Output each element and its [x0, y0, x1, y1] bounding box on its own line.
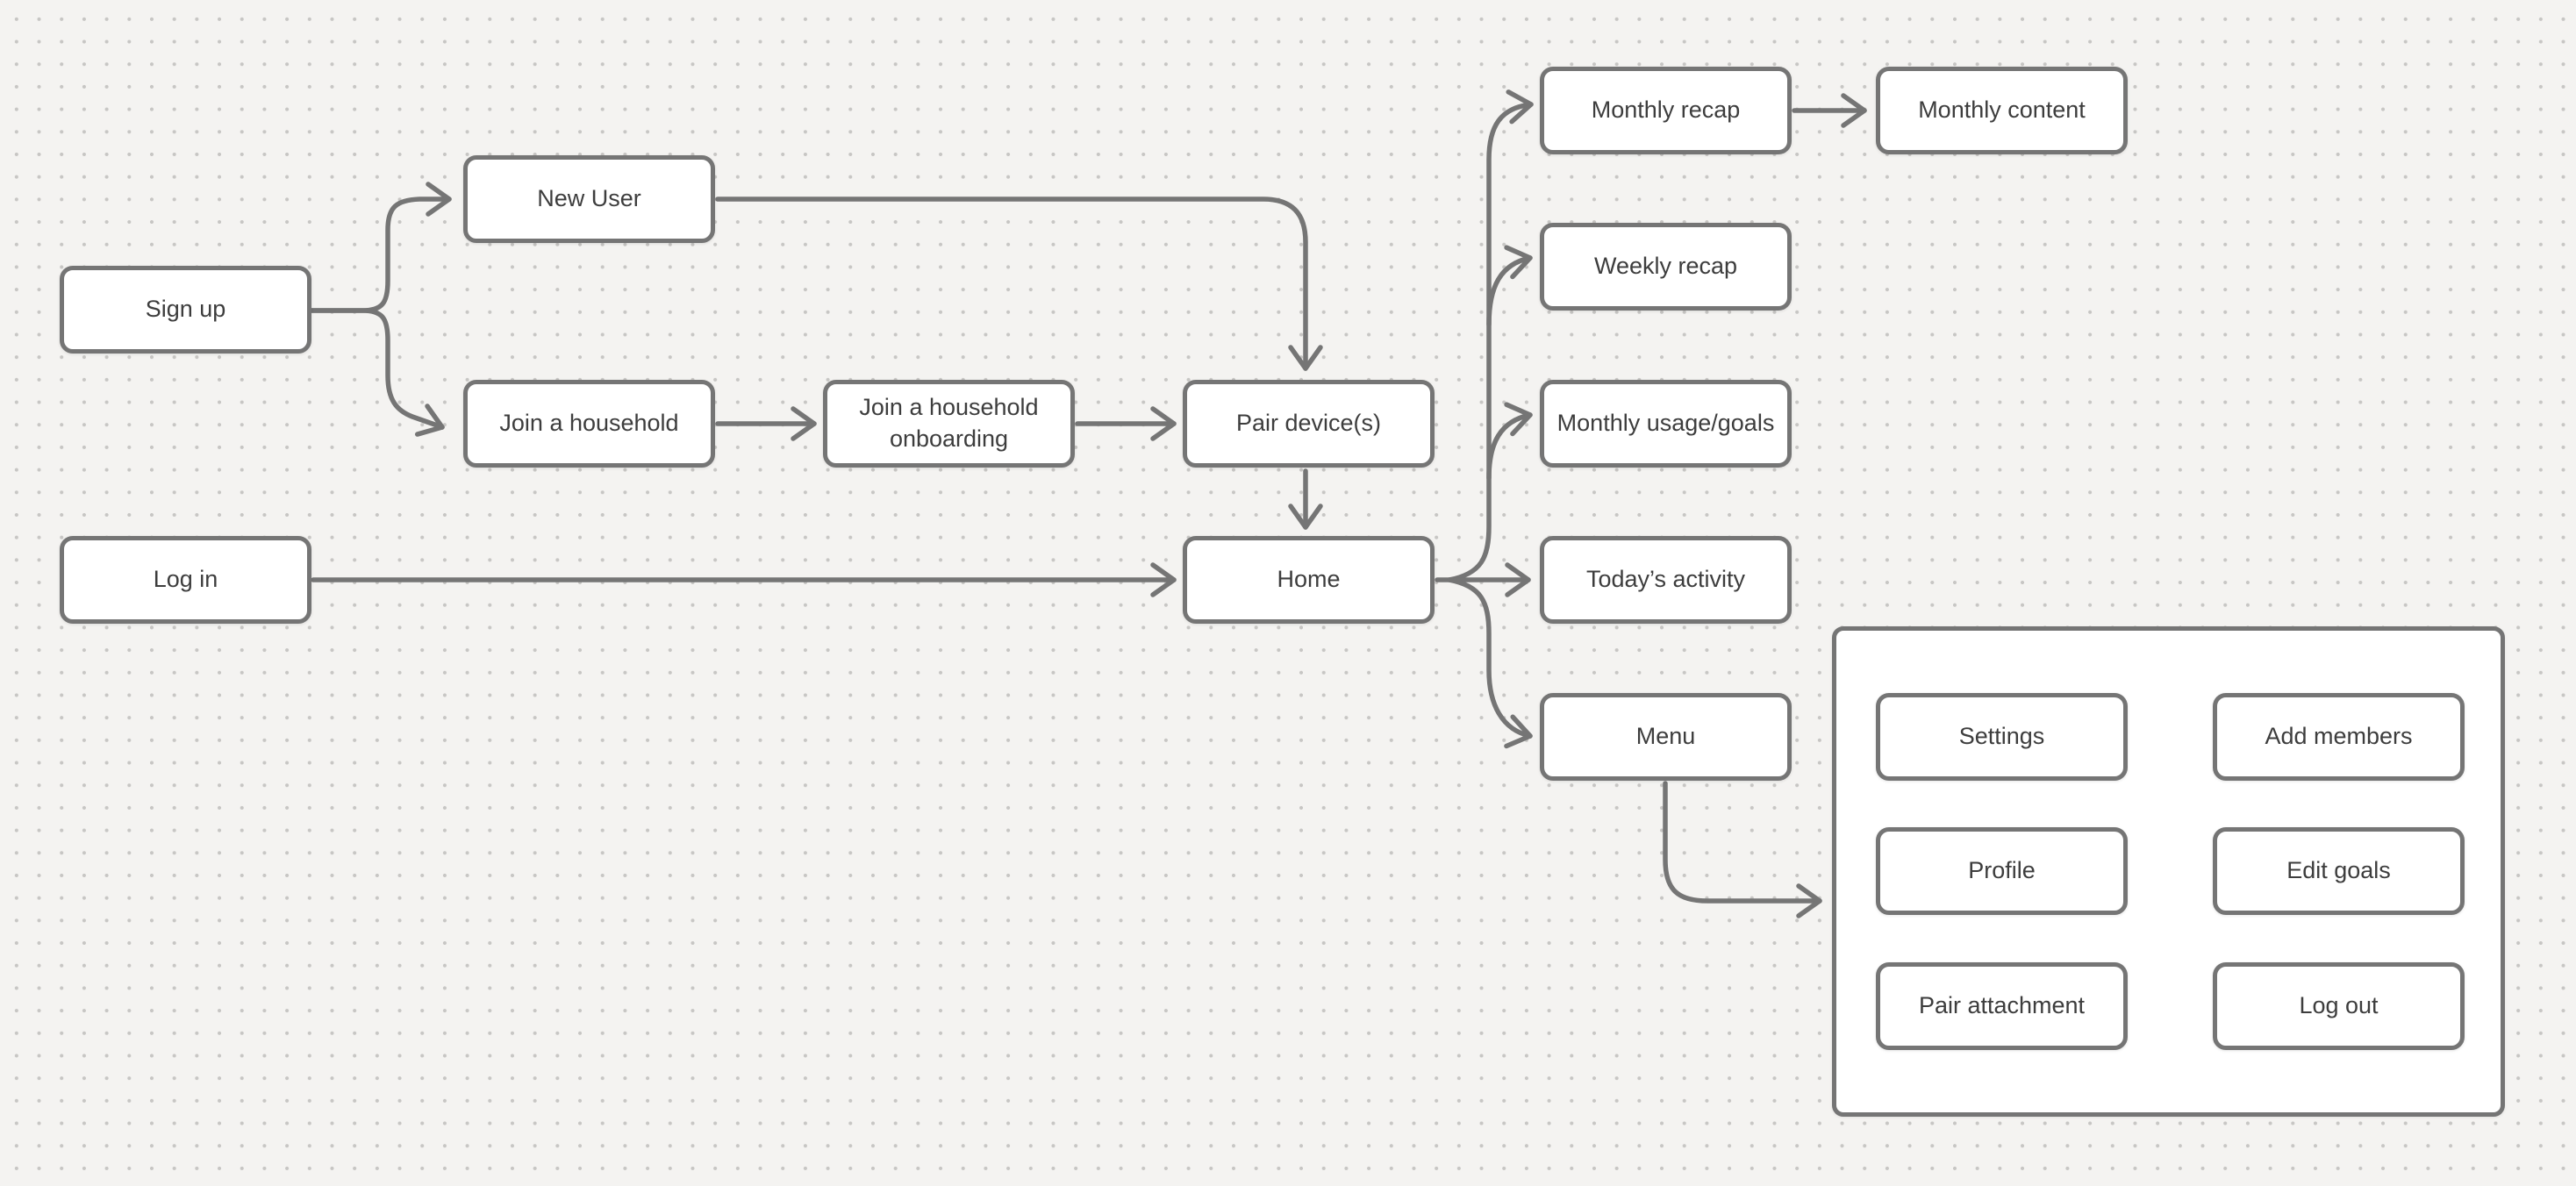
node-profile[interactable]: Profile	[1876, 827, 2128, 915]
node-monthly-usage-goals-label: Monthly usage/goals	[1556, 410, 1775, 437]
node-pair-devices[interactable]: Pair device(s)	[1183, 380, 1435, 468]
node-edit-goals-label: Edit goals	[2286, 857, 2391, 884]
node-edit-goals[interactable]: Edit goals	[2213, 827, 2465, 915]
node-home[interactable]: Home	[1183, 536, 1435, 624]
node-monthly-content[interactable]: Monthly content	[1876, 67, 2128, 154]
node-monthly-recap[interactable]: Monthly recap	[1540, 67, 1792, 154]
node-join-a-household[interactable]: Join a household	[463, 380, 715, 468]
node-monthly-content-label: Monthly content	[1918, 96, 2086, 124]
node-todays-activity-label: Today’s activity	[1585, 566, 1746, 593]
node-home-label: Home	[1277, 566, 1341, 593]
node-add-members-label: Add members	[2265, 723, 2413, 750]
node-monthly-recap-label: Monthly recap	[1591, 96, 1741, 124]
node-join-a-household-label: Join a household	[499, 410, 679, 437]
connector-sign-up-to-new-user[interactable]	[307, 182, 452, 313]
node-sign-up-label: Sign up	[145, 296, 226, 323]
connector-home-to-weekly-recap[interactable]	[1486, 245, 1533, 327]
node-todays-activity[interactable]: Today’s activity	[1540, 536, 1792, 624]
node-profile-label: Profile	[1968, 857, 2036, 884]
node-log-in-label: Log in	[153, 566, 218, 593]
node-menu[interactable]: Menu	[1540, 693, 1792, 781]
connector-home-to-menu[interactable]	[1447, 577, 1533, 749]
node-menu-label: Menu	[1635, 723, 1696, 750]
node-new-user[interactable]: New User	[463, 155, 715, 243]
node-log-out-label: Log out	[2299, 992, 2379, 1019]
node-join-a-household-onboarding[interactable]: Join a household onboarding	[823, 380, 1075, 468]
node-log-out[interactable]: Log out	[2213, 962, 2465, 1050]
node-log-in[interactable]: Log in	[60, 536, 311, 624]
node-pair-attachment[interactable]: Pair attachment	[1876, 962, 2128, 1050]
node-sign-up[interactable]: Sign up	[60, 266, 311, 354]
connector-new-user-to-pair-devices[interactable]	[715, 196, 1323, 371]
node-pair-attachment-label: Pair attachment	[1918, 992, 2086, 1019]
node-add-members[interactable]: Add members	[2213, 693, 2465, 781]
node-join-a-household-onboarding-label: Join a household onboarding	[859, 394, 1039, 452]
connector-home-to-monthly-recap[interactable]	[1447, 89, 1534, 582]
node-settings-label: Settings	[1958, 723, 2045, 750]
node-new-user-label: New User	[537, 185, 641, 212]
node-weekly-recap-label: Weekly recap	[1593, 253, 1738, 280]
connector-menu-to-menu-panel[interactable]	[1663, 781, 1822, 918]
node-pair-devices-label: Pair device(s)	[1235, 410, 1382, 437]
connector-sign-up-to-join-household[interactable]	[307, 308, 445, 437]
node-monthly-usage-goals[interactable]: Monthly usage/goals	[1540, 380, 1792, 468]
node-weekly-recap[interactable]: Weekly recap	[1540, 223, 1792, 311]
node-settings[interactable]: Settings	[1876, 693, 2128, 781]
connector-home-to-monthly-usage[interactable]	[1486, 402, 1533, 481]
